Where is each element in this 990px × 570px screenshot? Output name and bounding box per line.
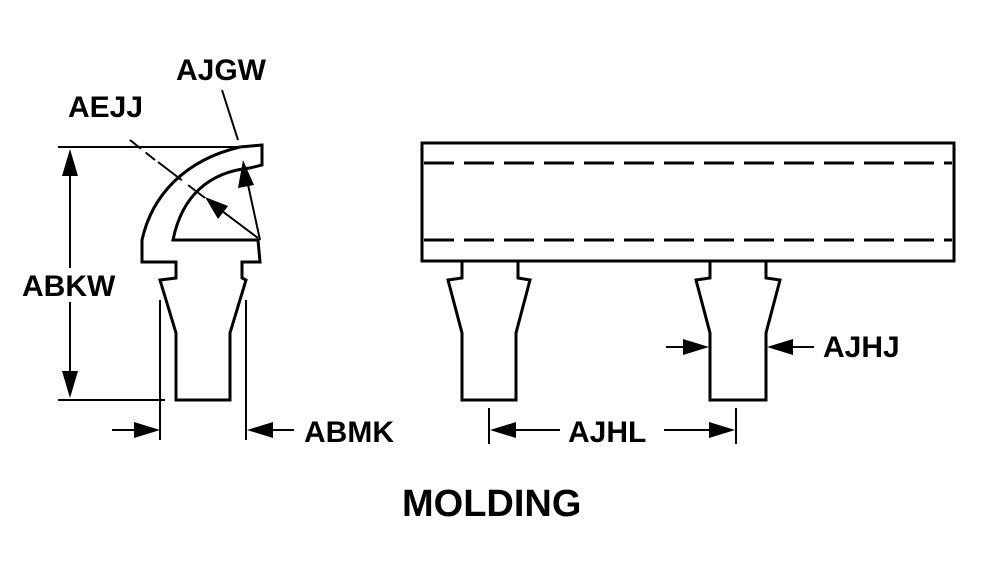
aejj-label: AEJJ: [68, 91, 143, 124]
aejj-callout: AEJJ: [68, 91, 259, 239]
front-clip-right: [694, 262, 782, 402]
aejj-leader-short: [129, 139, 156, 161]
ajhj-label: AJHJ: [823, 331, 900, 364]
ajhj-arrow-right: [683, 339, 709, 355]
aejj-arrow: [205, 197, 228, 219]
aejj-radius-line: [217, 207, 259, 239]
abmk-dimension: ABMK: [112, 300, 394, 449]
abkw-dimension: ABKW: [22, 146, 240, 401]
side-profile-body: [140, 143, 264, 402]
ajgw-arrow: [238, 160, 254, 188]
abmk-arrow-left: [247, 422, 273, 438]
abkw-label: ABKW: [22, 270, 116, 303]
front-view: [420, 141, 956, 402]
ajgw-vector-line: [246, 179, 261, 241]
ajhl-label: AJHL: [568, 416, 646, 449]
abmk-label: ABMK: [304, 416, 394, 449]
abkw-arrow-up: [62, 149, 78, 176]
ajhj-arrow-left: [767, 339, 793, 355]
abmk-arrow-right: [134, 422, 160, 438]
ajhl-arrow-left: [490, 422, 516, 438]
ajgw-leader: [221, 89, 239, 141]
abkw-arrow-down: [62, 371, 78, 398]
ajgw-label: AJGW: [176, 54, 267, 87]
ajgw-callout: AJGW: [176, 54, 267, 241]
diagram-title: MOLDING: [402, 483, 581, 525]
front-clip-left: [446, 262, 532, 402]
aejj-leader-long: [157, 161, 206, 199]
ajhj-dimension: AJHJ: [666, 331, 900, 364]
molding-strip-body: [420, 141, 956, 263]
side-profile: [140, 143, 264, 402]
ajhl-dimension: AJHL: [488, 408, 737, 449]
ajhl-arrow-right: [709, 422, 735, 438]
